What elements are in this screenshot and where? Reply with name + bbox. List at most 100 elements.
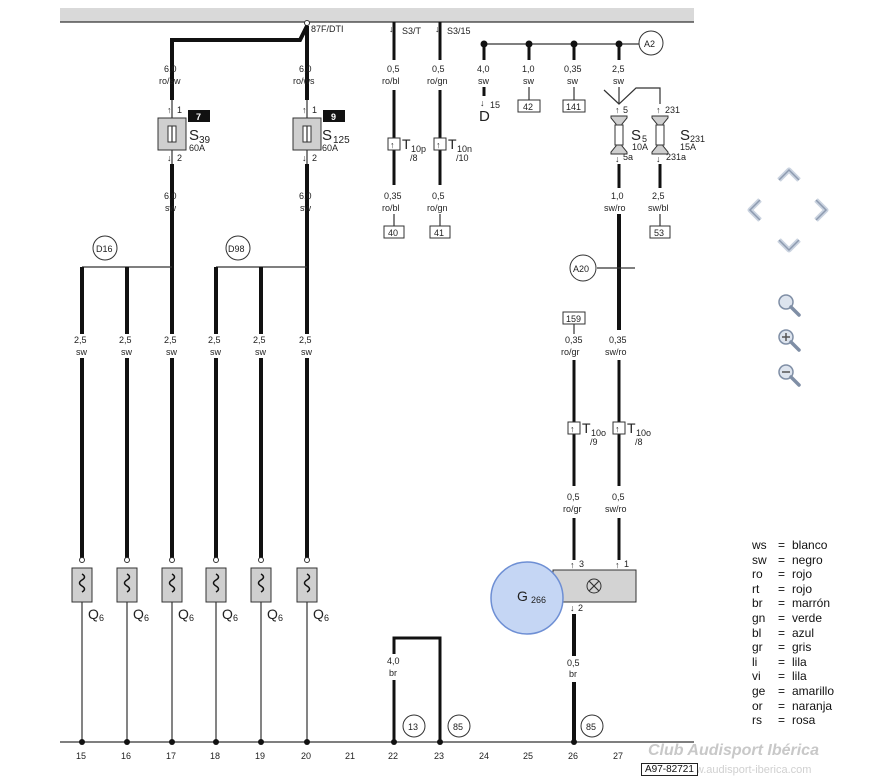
svg-text:↓: ↓ xyxy=(435,24,440,34)
svg-text:↑: ↑ xyxy=(615,424,620,434)
zoom-in-icon[interactable] xyxy=(776,327,802,353)
fuse-s39-pin1: 1 xyxy=(177,105,182,115)
comp-d-sub: 15 xyxy=(490,100,500,110)
splice-d98 xyxy=(225,235,251,261)
zoom-out-icon[interactable] xyxy=(776,362,802,388)
ground-85-left xyxy=(447,714,471,738)
wire-e-size: 1,0 xyxy=(611,191,624,201)
conn-t10p-sub: 10p xyxy=(411,144,426,154)
wire-w6-color: br xyxy=(389,668,397,678)
pan-down-icon[interactable] xyxy=(776,236,802,254)
wire-r3-size: 0,35 xyxy=(564,64,582,74)
splice-a2 xyxy=(638,30,664,56)
wire-a-size: 6,0 xyxy=(164,191,177,201)
fuse-s125-sub: 125 xyxy=(333,135,350,146)
glow-plug-5: Q 6 xyxy=(250,557,283,742)
svg-text:↑: ↑ xyxy=(167,105,172,115)
bus-label-s315: S3/15 xyxy=(447,26,471,36)
glow-wire-2-color: sw xyxy=(121,347,133,357)
wire-c-size: 0,35 xyxy=(384,191,402,201)
wire-w3-color: ro/gr xyxy=(563,504,582,514)
svg-text:6: 6 xyxy=(189,613,194,623)
glow-wire-1-size: 2,5 xyxy=(74,335,87,345)
svg-text:↑: ↑ xyxy=(615,560,620,570)
splice-d16-label: D16 xyxy=(96,244,113,254)
track-27: 27 xyxy=(613,751,623,761)
wire-w4-size: 0,5 xyxy=(612,492,625,502)
pan-right-icon[interactable] xyxy=(812,197,830,223)
wire-left2-color: ro/ws xyxy=(293,76,315,86)
wire-f-color: sw/bl xyxy=(648,203,669,213)
wire-r4-size: 2,5 xyxy=(612,64,625,74)
wire-left1-color: ro/sw xyxy=(159,76,181,86)
ref-141: 141 xyxy=(566,102,581,112)
legend-row: rs=rosa xyxy=(752,713,816,728)
sensor-name: G xyxy=(517,588,528,604)
wire-r1-color: sw xyxy=(478,76,490,86)
svg-text:↑: ↑ xyxy=(615,105,620,115)
svg-text:↑: ↑ xyxy=(570,424,575,434)
svg-text:↓: ↓ xyxy=(480,98,485,108)
ground-85-right-label: 85 xyxy=(586,722,596,732)
sensor-pin2: 2 xyxy=(578,603,583,613)
sensor-pin3: 3 xyxy=(579,559,584,569)
wire-a-color: sw xyxy=(165,203,177,213)
fuse-s5-sub: 5 xyxy=(642,134,647,144)
conn-t10p-pin: /8 xyxy=(410,153,418,163)
svg-text:↑: ↑ xyxy=(302,105,307,115)
track-15: 15 xyxy=(76,751,86,761)
fuse-s231-rating: 15A xyxy=(680,142,696,152)
fuse-s231-sub: 231 xyxy=(690,134,705,144)
watermark-url: www.audisport-iberica.com xyxy=(680,764,812,776)
pan-up-icon[interactable] xyxy=(776,166,802,184)
splice-d16 xyxy=(92,235,118,261)
wire-r3-color: sw xyxy=(567,76,579,86)
wire-mid2-size: 0,5 xyxy=(432,64,445,74)
track-26: 26 xyxy=(568,751,578,761)
wire-w2-color: sw/ro xyxy=(605,347,627,357)
glow-wire-4-size: 2,5 xyxy=(208,335,221,345)
wire-d-size: 0,5 xyxy=(432,191,445,201)
track-23: 23 xyxy=(434,751,444,761)
wire-w4-color: sw/ro xyxy=(605,504,627,514)
svg-text:6: 6 xyxy=(144,613,149,623)
legend-row: rt=rojo xyxy=(752,581,813,596)
pan-left-icon[interactable] xyxy=(746,197,764,223)
glow-plug-6: Q 6 xyxy=(296,557,329,742)
legend-row: bl=azul xyxy=(752,625,815,640)
wire-left1-size: 6,0 xyxy=(164,64,177,74)
wire-d-color: ro/gn xyxy=(427,203,448,213)
diagram-code: A97-82721 xyxy=(641,763,698,776)
track-20: 20 xyxy=(301,751,311,761)
glow-plug-1: Q 6 xyxy=(71,557,104,742)
splice-a20-label: A20 xyxy=(573,264,589,274)
glow-plug-3: Q 6 xyxy=(161,557,194,742)
svg-text:↑: ↑ xyxy=(436,140,441,150)
fuse-s39-rating: 60A xyxy=(189,143,205,153)
svg-text:6: 6 xyxy=(99,613,104,623)
wire-c-color: ro/bl xyxy=(382,203,400,213)
fuse-s125-badge: 9 xyxy=(331,112,336,122)
comp-d-name: D xyxy=(479,108,490,125)
svg-text:↓: ↓ xyxy=(570,603,575,613)
conn-t10o-b-pin: /8 xyxy=(635,437,643,447)
zoom-icon[interactable] xyxy=(776,292,802,318)
legend-row: or=naranja xyxy=(752,698,833,713)
fuse-s231-name: S xyxy=(680,127,690,144)
track-24: 24 xyxy=(479,751,489,761)
wire-w1-size: 0,35 xyxy=(565,335,583,345)
svg-text:↓: ↓ xyxy=(615,154,620,164)
glow-wire-3-size: 2,5 xyxy=(164,335,177,345)
legend-row: br=marrón xyxy=(752,596,831,611)
ref-42: 42 xyxy=(523,102,533,112)
glow-wire-5-color: sw xyxy=(255,347,267,357)
fuse-s39-name: S xyxy=(189,127,199,144)
wire-w3-size: 0,5 xyxy=(567,492,580,502)
sensor-g266 xyxy=(490,561,564,635)
color-legend: ws=blanco sw=negro ro=rojo rt=rojo br=ma… xyxy=(752,538,834,728)
legend-row: li=lila xyxy=(752,654,807,669)
track-21: 21 xyxy=(345,751,355,761)
ref-40: 40 xyxy=(388,228,398,238)
fuse-s125-pin1: 1 xyxy=(312,105,317,115)
glow-wire-2-size: 2,5 xyxy=(119,335,132,345)
